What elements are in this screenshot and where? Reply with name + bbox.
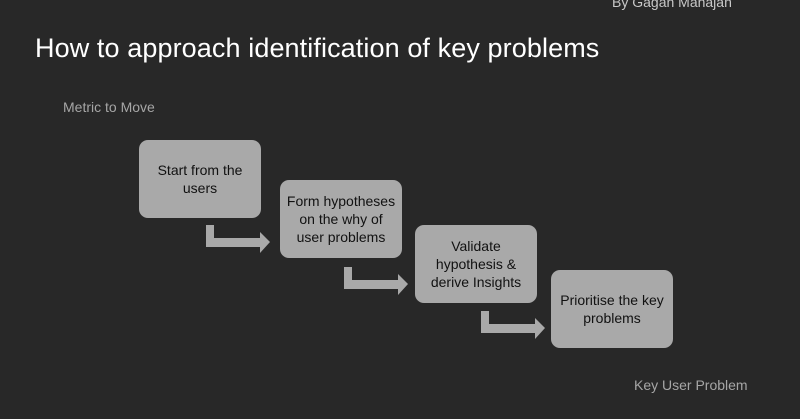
step-1-label: Start from the users <box>157 162 243 196</box>
step-3-label: Validate hypothesis & derive Insights <box>430 238 522 290</box>
step-4-label: Prioritise the key problems <box>560 292 664 326</box>
arrow-2-icon <box>344 267 408 295</box>
step-2-box: Form hypotheses on the why of user probl… <box>280 180 402 258</box>
arrow-1-icon <box>206 225 270 253</box>
step-3-box: Validate hypothesis & derive Insights <box>415 225 537 303</box>
slide-title: How to approach identification of key pr… <box>35 33 600 63</box>
step-2-label: Form hypotheses on the why of user probl… <box>286 193 396 245</box>
arrow-3-icon <box>481 311 545 339</box>
step-4-box: Prioritise the key problems <box>551 270 673 348</box>
end-label: Key User Problem <box>634 377 748 393</box>
start-label: Metric to Move <box>63 99 155 115</box>
step-1-box: Start from the users <box>139 140 261 218</box>
author-credit: By Gagan Mahajan <box>612 0 732 10</box>
